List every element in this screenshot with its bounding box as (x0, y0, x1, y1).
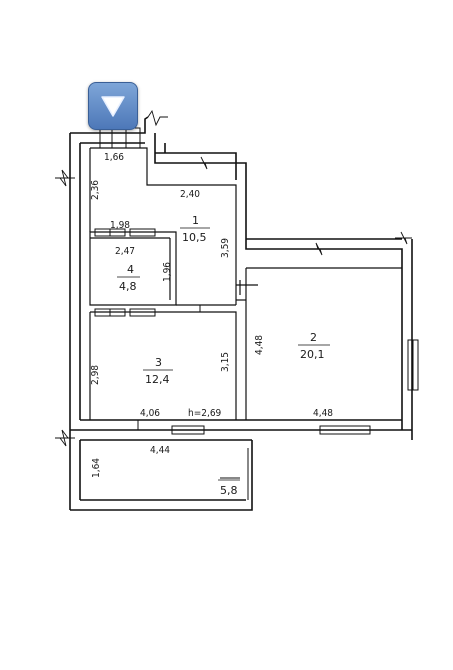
break-marks (55, 109, 412, 447)
dropdown-toggle-button[interactable] (88, 82, 138, 130)
dim-2-36: 2,36 (90, 180, 101, 200)
dim-2-47: 2,47 (115, 246, 135, 257)
room-3-area: 12,4 (145, 373, 170, 386)
dim-1-64: 1,64 (91, 458, 102, 478)
windows-doors (94, 127, 419, 500)
dim-4-48-bottom: 4,48 (313, 408, 333, 419)
balcony-area: 5,8 (220, 484, 238, 497)
dim-4-06: 4,06 (140, 408, 160, 419)
room-4-area: 4,8 (119, 280, 137, 293)
dim-1-96: 1,96 (162, 262, 173, 282)
dim-3-59: 3,59 (220, 238, 231, 258)
room-1-number: 1 (192, 214, 199, 227)
room-2-area: 20,1 (300, 348, 325, 361)
dim-2-40: 2,40 (180, 189, 200, 200)
interior-walls (89, 147, 402, 420)
dim-1-66: 1,66 (104, 152, 124, 163)
outer-walls (69, 116, 413, 511)
dim-4-48-vertical: 4,48 (254, 335, 265, 355)
room-3-number: 3 (155, 356, 162, 369)
dim-4-44: 4,44 (150, 445, 170, 456)
room-2-number: 2 (310, 331, 317, 344)
dim-3-15: 3,15 (220, 352, 231, 372)
triangle-down-icon (101, 96, 125, 117)
dim-2-98: 2,98 (90, 365, 101, 385)
room-4-number: 4 (127, 263, 134, 276)
room-1-area: 10,5 (182, 231, 207, 244)
dim-1-98: 1,98 (110, 220, 130, 231)
ceiling-height: h=2,69 (188, 408, 222, 419)
